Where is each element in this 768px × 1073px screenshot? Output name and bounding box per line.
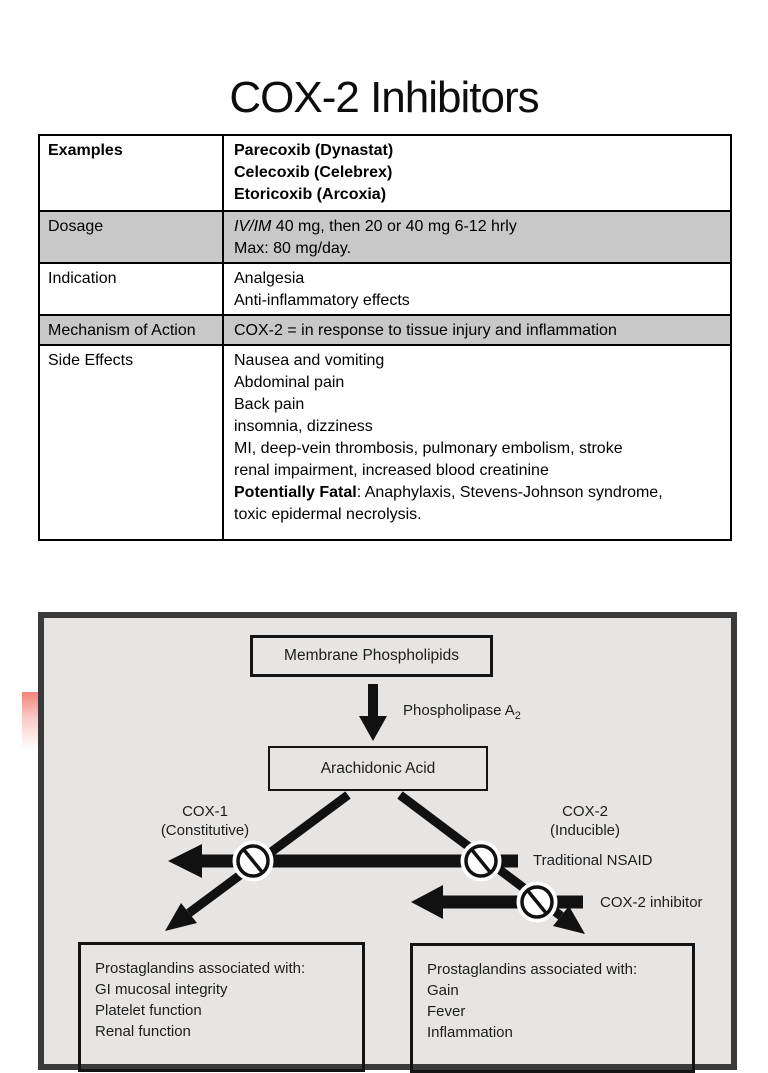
- down-arrow: [359, 684, 387, 741]
- arachidonic-acid-box: Arachidonic Acid: [268, 746, 488, 791]
- prohibition-icon: [460, 840, 502, 882]
- cox2-inhibitor-arrow: [411, 885, 583, 919]
- prohibition-icon: [232, 840, 274, 882]
- box-line: GI mucosal integrity: [95, 981, 228, 998]
- row-label: Side Effects: [40, 346, 224, 539]
- row-value: Parecoxib (Dynastat)Celecoxib (Celebrex)…: [234, 142, 394, 203]
- phospholipase-label-sub: 2: [514, 710, 521, 722]
- cox1-name: COX-1: [182, 803, 228, 820]
- cox2-prostaglandins-box: Prostaglandins associated with: Gain Fev…: [410, 943, 695, 1073]
- box-line: Platelet function: [95, 1002, 202, 1019]
- box-line: Inflammation: [427, 1024, 513, 1041]
- box-line: Prostaglandins associated with:: [95, 960, 306, 977]
- row-label: Dosage: [40, 212, 224, 262]
- pathway-arrows-canvas: [165, 684, 585, 934]
- diagram-frame: Membrane Phospholipids Phospholipase A2 …: [38, 612, 737, 1073]
- membrane-phospholipids-box: Membrane Phospholipids: [250, 635, 493, 677]
- cox2-inhibitor-label: COX-2 inhibitor: [600, 894, 703, 911]
- phospholipase-label-text: Phospholipase A: [403, 702, 515, 719]
- page-title: COX-2 Inhibitors: [229, 73, 539, 123]
- table-row: Mechanism of Action COX-2 = in response t…: [40, 314, 730, 344]
- cox2-type: (Inducible): [549, 822, 621, 839]
- table-row: Dosage IV/IM 40 mg, then 20 or 40 mg 6-12…: [40, 210, 730, 262]
- box-line: Renal function: [95, 1023, 191, 1040]
- highlight-smudge: [22, 692, 39, 750]
- row-value: COX-2 = in response to tissue injury and…: [234, 322, 617, 339]
- phospholipase-label: Phospholipase A2: [403, 702, 521, 722]
- row-label: Indication: [40, 264, 224, 314]
- cox1-type: (Constitutive): [160, 822, 250, 839]
- cox2-label: COX-2 (Inducible): [515, 802, 655, 840]
- box-line: Prostaglandins associated with:: [427, 961, 638, 978]
- cox2-name: COX-2: [562, 803, 608, 820]
- cox1-label: COX-1 (Constitutive): [135, 802, 275, 840]
- prohibition-icon: [516, 881, 558, 923]
- row-label: Examples: [40, 136, 224, 210]
- row-label: Mechanism of Action: [40, 316, 224, 344]
- traditional-nsaid-label: Traditional NSAID: [533, 852, 653, 869]
- cox1-prostaglandins-box: Prostaglandins associated with: GI mucos…: [78, 942, 365, 1072]
- box-line: Fever: [427, 1003, 466, 1020]
- box-line: Gain: [427, 982, 459, 999]
